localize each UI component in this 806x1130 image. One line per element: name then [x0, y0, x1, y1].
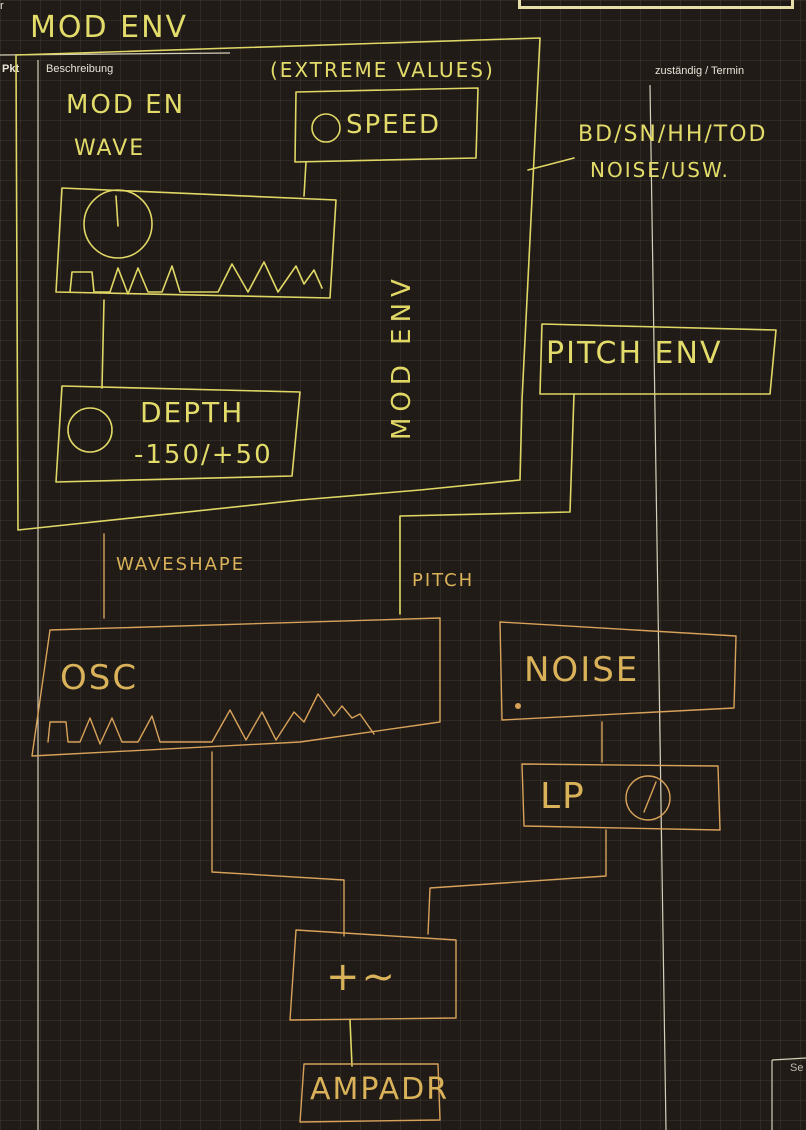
osc-shapes-icon	[47, 693, 375, 745]
osc-box	[31, 617, 441, 757]
corner-left-label: r	[0, 0, 4, 12]
column-header-zustaendig: zuständig / Termin	[655, 65, 745, 77]
depth-box	[55, 385, 301, 483]
column-header-beschreibung: Beschreibung	[46, 63, 114, 75]
noise-dot-icon	[515, 703, 521, 709]
wave-to-depth-line	[101, 299, 105, 389]
lp-label: LP	[540, 776, 586, 817]
mod-wave-label-line2: WAVE	[74, 136, 146, 161]
wave-knob-icon	[83, 189, 153, 259]
osc-label: OSC	[60, 658, 139, 698]
form-column-line-right	[649, 84, 667, 1130]
pitch-env-box	[539, 323, 777, 395]
pitch-label: PITCH	[412, 570, 475, 591]
presets-line1: BD/SN/HH/TOD	[578, 122, 768, 147]
mod-wave-label-line1: MOD EN	[66, 90, 186, 120]
side-label: MOD ENV	[387, 273, 417, 440]
lp-knob-icon	[625, 775, 671, 821]
presets-line2: NOISE/USW.	[590, 158, 730, 182]
mod-env-outer-box	[15, 37, 541, 531]
presets-pointer-line	[527, 157, 575, 171]
wave-shapes-icon	[69, 261, 323, 295]
lp-to-mixer-line	[427, 829, 607, 935]
mixer-box	[289, 929, 457, 1021]
side-label-group: MOD ENV	[387, 273, 417, 440]
noise-box	[499, 621, 737, 721]
ampadr-box	[299, 1063, 441, 1123]
waveshape-label: WAVESHAPE	[116, 554, 246, 575]
speed-to-wave-line	[303, 161, 307, 197]
depth-label: DEPTH	[140, 396, 245, 429]
ampadr-label: AMPADR	[310, 1072, 450, 1107]
column-header-pkt: Pkt	[2, 63, 20, 75]
depth-knob-icon	[67, 407, 113, 453]
pitch-env-label: PITCH ENV	[546, 336, 723, 371]
extreme-values-note: (EXTREME VALUES)	[270, 58, 495, 82]
speed-box	[294, 87, 479, 163]
lp-box	[521, 763, 721, 831]
sketch-title: MOD ENV	[30, 10, 189, 45]
wave-knob-pointer	[115, 195, 119, 227]
speed-label: SPEED	[346, 110, 442, 140]
speed-knob-icon	[311, 113, 341, 143]
osc-to-mixer-line	[211, 751, 345, 937]
form-corner-box-top	[771, 1057, 806, 1061]
depth-range: -150/+50	[134, 440, 273, 470]
noise-label: NOISE	[524, 650, 640, 690]
corner-right-label: Se	[790, 1062, 804, 1074]
header-frame	[518, 0, 794, 9]
mixer-to-amp-line	[349, 1019, 353, 1067]
mixer-label: +~	[326, 954, 398, 1000]
lp-knob-pointer	[643, 781, 657, 813]
wave-box	[55, 187, 337, 299]
pitch-env-to-osc-line	[399, 393, 575, 615]
